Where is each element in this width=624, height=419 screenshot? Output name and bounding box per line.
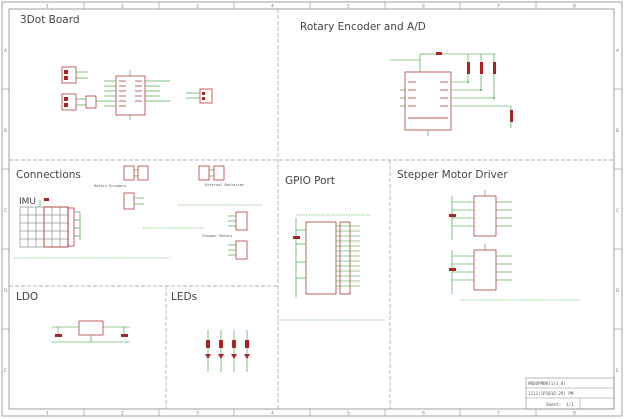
- pullup-resistor-3: [493, 62, 496, 74]
- frame-col-4-bottom: 4: [271, 411, 274, 417]
- stepper-connector-1: [235, 211, 248, 231]
- section-title-imu: IMU: [19, 197, 36, 207]
- frame-row-d: D: [4, 288, 8, 294]
- section-title-gpio: GPIO Port: [285, 175, 335, 187]
- section-title-leds: LEDs: [171, 291, 197, 303]
- board-connector-top: [61, 66, 77, 84]
- frame-col-4: 4: [271, 4, 274, 10]
- led-1: [205, 354, 211, 359]
- section-title-board: 3Dot Board: [20, 14, 80, 26]
- frame-row-a: A: [4, 48, 8, 54]
- ldo-regulator: [78, 320, 104, 336]
- note-stepper-motors: Stepper Motors: [202, 234, 232, 238]
- frame-col-8: 8: [573, 4, 576, 10]
- board-connector-bottom: [61, 93, 77, 111]
- frame-col-3-bottom: 3: [196, 411, 199, 417]
- ldo-output-capacitor: [121, 334, 128, 337]
- section-title-encoder: Rotary Encoder and A/D: [300, 21, 426, 33]
- frame-col-1: 1: [46, 4, 49, 10]
- frame-col-6-bottom: 6: [422, 411, 425, 417]
- gpio-capacitor: [293, 236, 300, 239]
- pullup-resistor-1: [467, 62, 470, 74]
- frame-col-7: 7: [497, 4, 500, 10]
- title-block: #BOOPMBR(1)1_0) 1111(1P1016:29) PM Sheet…: [525, 377, 615, 410]
- frame-row-c-right: C: [616, 208, 619, 214]
- led-resistor-3: [232, 340, 236, 348]
- section-dividers: [9, 9, 614, 409]
- pullup-resistor-2: [480, 62, 483, 74]
- stepper-connector-2: [235, 240, 248, 260]
- section-title-stepper: Stepper Motor Driver: [397, 169, 508, 181]
- frame-col-6: 6: [422, 4, 425, 10]
- frame-row-b: B: [4, 128, 7, 134]
- section-title-ldo: LDO: [16, 291, 38, 303]
- encoder-schematic: [390, 52, 513, 136]
- encoder-capacitor: [436, 52, 442, 55]
- imu-chip: [43, 206, 69, 248]
- led-resistor-4: [245, 340, 249, 348]
- frame-col-5: 5: [347, 4, 350, 10]
- imu-schematic: [19, 198, 81, 248]
- note-rotary-encoder: Rotary Encoders: [94, 184, 126, 188]
- board-schematic: [61, 66, 213, 120]
- ldo-schematic: [52, 320, 130, 343]
- note-external-batteries: External Batteries: [205, 183, 244, 187]
- frame-col-5-bottom: 5: [347, 411, 350, 417]
- frame-col-8-bottom: 8: [573, 411, 576, 417]
- gpio-header-left: [305, 221, 337, 295]
- frame-col-2: 2: [121, 4, 124, 10]
- output-resistor: [510, 110, 513, 122]
- title-block-line-1: #BOOPMBR(1)1_0): [528, 381, 566, 386]
- adc-chip: [404, 71, 452, 131]
- mcu-chip: [115, 75, 146, 116]
- title-block-line-2: 1111(1P1016:29) PM: [528, 391, 574, 396]
- leds-schematic: [205, 330, 250, 372]
- section-title-connections: Connections: [16, 169, 81, 181]
- battery-connector-2: [213, 165, 225, 181]
- led-2: [218, 354, 224, 359]
- frame-row-c: C: [4, 208, 7, 214]
- imu-header: [67, 207, 75, 247]
- connections-schematic: Rotary Encoders External Batteries Stepp…: [14, 165, 262, 260]
- frame-col-2-bottom: 2: [121, 411, 124, 417]
- gpio-schematic: [278, 214, 386, 321]
- led-3: [231, 354, 237, 359]
- rotary-encoder-connector-1: [123, 165, 135, 181]
- rotary-encoder-connector-2: [137, 165, 149, 181]
- frame-row-e: E: [4, 368, 7, 374]
- frame-row-a-right: A: [616, 48, 620, 54]
- frame-col-1-bottom: 1: [46, 411, 49, 417]
- frame-row-e-right: E: [616, 368, 619, 374]
- board-connector-mid: [85, 95, 97, 109]
- sheet-number: 1/1: [566, 402, 574, 407]
- led-4: [244, 354, 250, 359]
- rotary-encoder-connector-3: [123, 192, 135, 210]
- stepper-schematic: [449, 190, 580, 301]
- sheet-label: Sheet:: [546, 402, 561, 407]
- board-header-right: [199, 88, 213, 104]
- stepper-driver-chip-2: [473, 249, 497, 291]
- frame-col-3: 3: [196, 4, 199, 10]
- led-resistor-2: [219, 340, 223, 348]
- ldo-input-capacitor: [55, 334, 62, 337]
- led-resistor-1: [206, 340, 210, 348]
- battery-connector-1: [198, 165, 210, 181]
- frame-row-d-right: D: [616, 288, 620, 294]
- frame-row-b-right: B: [616, 128, 619, 134]
- gpio-header-right: [339, 221, 351, 295]
- stepper-driver-chip-1: [473, 195, 497, 237]
- frame-col-7-bottom: 7: [497, 411, 500, 417]
